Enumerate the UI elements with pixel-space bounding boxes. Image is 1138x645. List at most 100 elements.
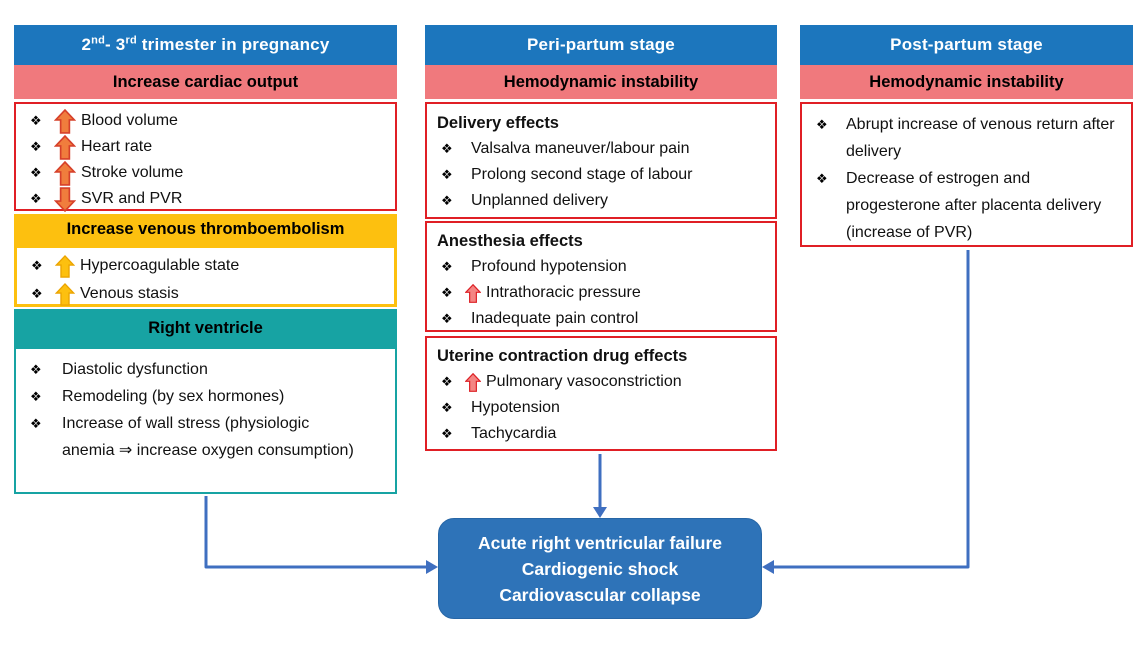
up-arrow-icon (54, 160, 76, 186)
diamond-bullet-icon: ❖ (441, 259, 453, 274)
arrow-postpartum-to-outcome (774, 250, 970, 569)
diamond-bullet-icon: ❖ (30, 165, 42, 180)
uterine-drug-effects-box: Uterine contraction drug effects ❖ Pulmo… (425, 336, 777, 451)
diamond-bullet-icon: ❖ (441, 141, 453, 156)
band-label: Hemodynamic instability (503, 72, 699, 91)
item-label: Diastolic dysfunction (62, 361, 208, 378)
diamond-bullet-icon: ❖ (30, 362, 42, 377)
cardiac-output-box: ❖ Blood volume ❖ Heart rate ❖ Stroke vol… (14, 102, 397, 212)
item-label: Stroke volume (81, 164, 184, 181)
column-trimester: 2nd- 3rd trimester in pregnancy Increase… (14, 25, 397, 494)
item-label: Hypotension (471, 399, 560, 416)
peripartum-header: Peri-partum stage (425, 25, 777, 65)
list-item: ❖ Valsalva maneuver/labour pain (435, 136, 769, 162)
item-label: Increase of wall stress (physiologic ane… (62, 415, 354, 459)
diamond-bullet-icon: ❖ (441, 374, 453, 389)
band-label: Increase cardiac output (112, 72, 299, 91)
list-item: ❖ Tachycardia (435, 421, 769, 447)
column-peripartum: Peri-partum stage Hemodynamic instabilit… (425, 25, 777, 451)
diamond-bullet-icon: ❖ (816, 171, 828, 186)
arrowhead-left-icon (762, 560, 774, 574)
list-item: ❖ Blood volume (24, 108, 389, 134)
anesthesia-effects-box: Anesthesia effects ❖ Profound hypotensio… (425, 221, 777, 332)
band-label: Increase venous thromboembolism (66, 220, 345, 238)
up-arrow-icon (465, 283, 481, 303)
vte-box: ❖ Hypercoagulable state ❖ Venous stasis (14, 245, 397, 307)
item-label: Intrathoracic pressure (486, 284, 641, 301)
list-item: ❖ Venous stasis (25, 280, 388, 308)
list-item: ❖ Prolong second stage of labour (435, 162, 769, 188)
delivery-effects-box: Delivery effects ❖ Valsalva maneuver/lab… (425, 102, 777, 219)
diamond-bullet-icon: ❖ (441, 285, 453, 300)
item-label: Inadequate pain control (471, 310, 639, 327)
diamond-bullet-icon: ❖ (816, 117, 828, 132)
item-label: Unplanned delivery (471, 192, 608, 209)
band-hemodynamic-instability: Hemodynamic instability (800, 65, 1133, 99)
diamond-bullet-icon: ❖ (30, 139, 42, 154)
down-arrow-icon (54, 186, 76, 212)
band-hemodynamic-instability: Hemodynamic instability (425, 65, 777, 99)
outcome-line: Cardiovascular collapse (499, 584, 701, 605)
item-label: Prolong second stage of labour (471, 166, 693, 183)
list-item: ❖ Diastolic dysfunction (24, 356, 389, 383)
band-label: Right ventricle (148, 318, 263, 337)
diamond-bullet-icon: ❖ (30, 191, 42, 206)
arrow-trimester-to-outcome (204, 496, 426, 569)
list-item: ❖ Stroke volume (24, 160, 389, 186)
item-label: Remodeling (by sex hormones) (62, 388, 285, 405)
header-text: Post-partum stage (890, 35, 1043, 54)
up-arrow-icon (54, 134, 76, 160)
diamond-bullet-icon: ❖ (31, 286, 43, 301)
right-ventricle-box: ❖ Diastolic dysfunction ❖ Remodeling (by… (14, 347, 397, 494)
diamond-bullet-icon: ❖ (31, 258, 43, 273)
column-postpartum: Post-partum stage Hemodynamic instabilit… (800, 25, 1133, 247)
up-arrow-icon (55, 254, 75, 278)
item-label: Venous stasis (80, 285, 179, 302)
outcome-line: Cardiogenic shock (521, 558, 679, 579)
band-label: Hemodynamic instability (869, 72, 1064, 91)
item-label: SVR and PVR (81, 190, 183, 207)
list-item: ❖ Decrease of estrogen and progesterone … (810, 165, 1125, 246)
item-label: Heart rate (81, 138, 153, 155)
group-title: Delivery effects (437, 114, 559, 132)
outcome-line: Acute right ventricular failure (477, 532, 723, 553)
item-label: Blood volume (81, 112, 178, 129)
diamond-bullet-icon: ❖ (441, 426, 453, 441)
header-text: 2nd- 3rd trimester in pregnancy (81, 34, 330, 54)
diamond-bullet-icon: ❖ (30, 113, 42, 128)
list-item: ❖ Hypotension (435, 395, 769, 421)
diamond-bullet-icon: ❖ (441, 400, 453, 415)
diamond-bullet-icon: ❖ (30, 389, 42, 404)
band-increase-cardiac-output: Increase cardiac output (14, 65, 397, 99)
arrowhead-right-icon (426, 560, 438, 574)
band-right-ventricle: Right ventricle (14, 309, 397, 347)
postpartum-header: Post-partum stage (800, 25, 1133, 65)
diamond-bullet-icon: ❖ (30, 416, 42, 431)
item-label: Profound hypotension (471, 258, 627, 275)
postpartum-box: ❖ Abrupt increase of venous return after… (800, 102, 1133, 247)
list-item: ❖ Profound hypotension (435, 254, 769, 280)
item-label: Pulmonary vasoconstriction (486, 373, 682, 390)
band-increase-vte: Increase venous thromboembolism (14, 214, 397, 245)
list-item: ❖ Increase of wall stress (physiologic a… (24, 410, 389, 464)
diamond-bullet-icon: ❖ (441, 311, 453, 326)
diamond-bullet-icon: ❖ (441, 167, 453, 182)
item-label: Tachycardia (471, 425, 557, 442)
up-arrow-icon (55, 282, 75, 306)
diamond-bullet-icon: ❖ (441, 193, 453, 208)
list-item: ❖ Heart rate (24, 134, 389, 160)
group-title: Uterine contraction drug effects (437, 347, 688, 365)
list-item: ❖ Intrathoracic pressure (435, 280, 769, 306)
arrowhead-down-icon (593, 507, 607, 518)
outcome-box: Acute right ventricular failure Cardioge… (438, 518, 762, 619)
trimester-header: 2nd- 3rd trimester in pregnancy (14, 25, 397, 65)
item-label: Abrupt increase of venous return after d… (846, 116, 1115, 160)
list-item: ❖ SVR and PVR (24, 186, 389, 212)
list-item: ❖ Unplanned delivery (435, 188, 769, 214)
header-text: Peri-partum stage (527, 35, 675, 54)
up-arrow-icon (465, 372, 481, 392)
group-title: Anesthesia effects (437, 232, 583, 250)
item-label: Hypercoagulable state (80, 257, 240, 274)
list-item: ❖ Inadequate pain control (435, 306, 769, 332)
